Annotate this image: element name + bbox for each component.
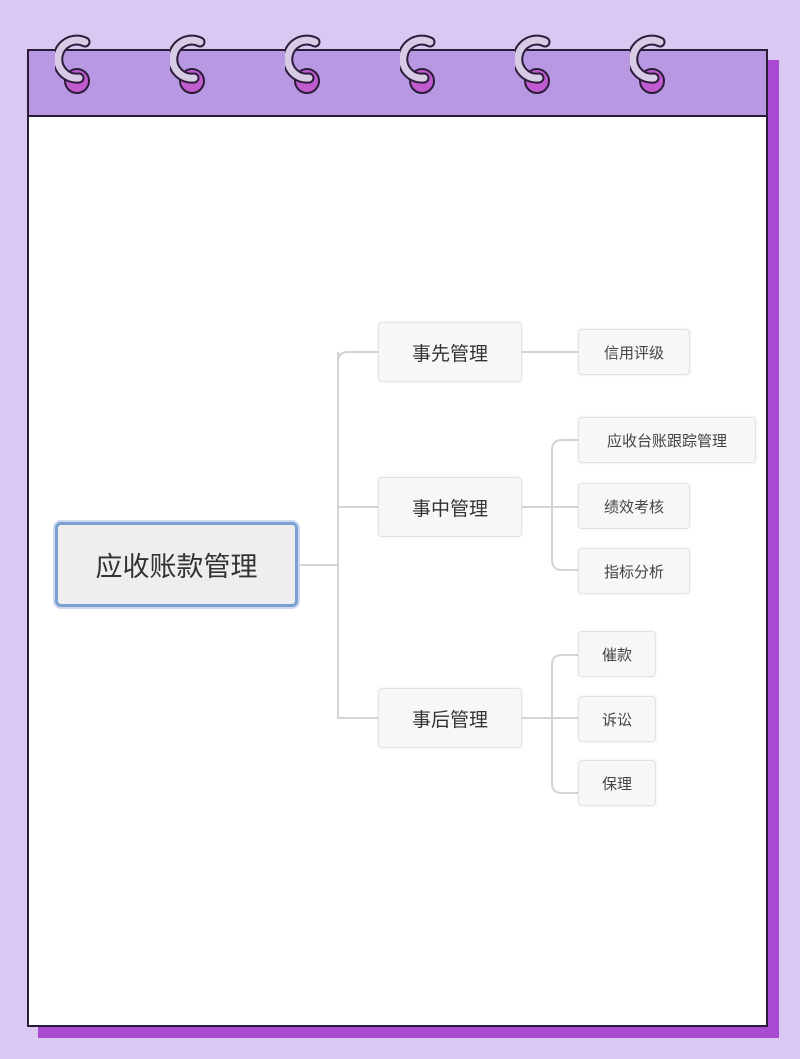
leaf-node: 绩效考核 xyxy=(578,483,690,529)
branch-node-post: 事后管理 xyxy=(378,688,522,748)
connector-branch3-children xyxy=(522,654,578,794)
leaf-node: 信用评级 xyxy=(578,329,690,375)
notebook-ring-icon xyxy=(400,34,436,94)
connector-root-to-branches xyxy=(298,351,378,719)
branch-node-during: 事中管理 xyxy=(378,477,522,537)
notebook-ring-icon xyxy=(170,34,206,94)
leaf-node: 催款 xyxy=(578,631,656,677)
leaf-node: 指标分析 xyxy=(578,548,690,594)
notebook-ring-icon xyxy=(285,34,321,94)
leaf-node: 应收台账跟踪管理 xyxy=(578,417,756,463)
notebook-ring-icon xyxy=(55,34,91,94)
branch-node-pre: 事先管理 xyxy=(378,322,522,382)
notebook-ring-icon xyxy=(630,34,666,94)
mindmap-root-node: 应收账款管理 xyxy=(55,522,298,607)
notebook-ring-icon xyxy=(515,34,551,94)
leaf-node: 保理 xyxy=(578,760,656,806)
leaf-node: 诉讼 xyxy=(578,696,656,742)
connector-branch2-children xyxy=(522,439,578,571)
